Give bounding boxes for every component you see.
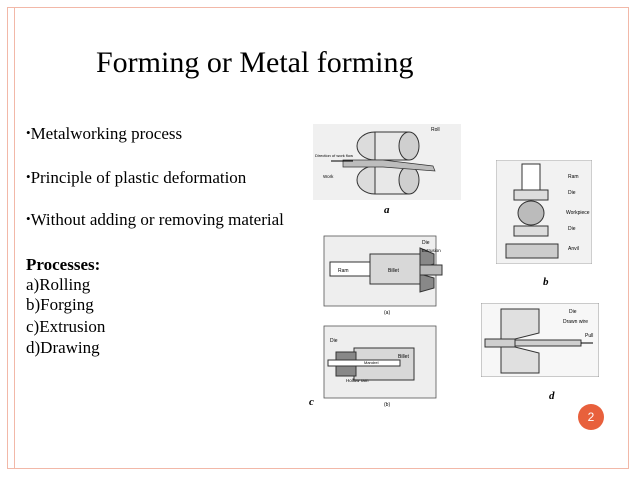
- page-number-badge: 2: [578, 404, 604, 430]
- bullet-dot: •: [26, 125, 31, 140]
- top-die: [513, 189, 549, 201]
- mandrel-label: Mandrel: [364, 360, 379, 365]
- extrusion-product: [419, 264, 443, 276]
- drawn-wire: [514, 339, 582, 347]
- process-forging: b)Forging: [26, 295, 94, 314]
- bullet-metalworking: •Metalworking process: [26, 124, 182, 144]
- drawing-figure: Die Drawn wire Pull: [481, 303, 599, 377]
- figure-b-letter: b: [543, 276, 549, 288]
- ram-label: Ram: [568, 174, 579, 180]
- bottom-roll-end: [398, 165, 420, 195]
- die-label: Die: [569, 309, 577, 315]
- roll-label: Roll: [431, 127, 440, 133]
- drawn-wire-label: Drawn wire: [563, 319, 588, 325]
- anvil: [505, 243, 559, 259]
- rolling-figure: Roll Direction of work flow Work: [313, 124, 461, 200]
- figure-c-letter: c: [309, 396, 314, 408]
- pull-label: Pull: [585, 333, 593, 339]
- work-label: Work: [323, 174, 334, 179]
- bullet-text: Without adding or removing material: [30, 210, 284, 229]
- die-top-label: Die: [568, 190, 576, 196]
- figure-d-letter: d: [549, 390, 555, 402]
- figure-a-letter: a: [384, 204, 390, 216]
- bullet-dot: •: [26, 211, 31, 226]
- bullet-plastic-deformation: •Principle of plastic deformation: [26, 168, 246, 188]
- ram: [521, 163, 541, 191]
- die-label-bottom: Die: [330, 338, 338, 344]
- billet-label: Billet: [388, 268, 399, 274]
- caption-a: (a): [384, 310, 390, 316]
- ram-top: [329, 261, 371, 277]
- left-border-rule: [14, 7, 15, 469]
- direction-label: Direction of work flow: [315, 153, 353, 158]
- wire-in: [484, 338, 516, 348]
- workpiece: [517, 200, 545, 226]
- bullet-dot: •: [26, 169, 31, 184]
- work-strip: [342, 159, 436, 172]
- die-upper: [500, 308, 540, 340]
- anvil-label: Anvil: [568, 246, 579, 252]
- bullet-text: Metalworking process: [30, 124, 183, 143]
- process-drawing: d)Drawing: [26, 338, 100, 357]
- top-roll-end: [398, 131, 420, 161]
- billet-label-bottom: Billet: [398, 354, 409, 360]
- workpiece-label: Workpiece: [566, 210, 590, 216]
- mandrel: [327, 359, 401, 367]
- caption-b: (b): [384, 402, 390, 408]
- hollow-ram-label: Hollow ram: [346, 378, 369, 383]
- bullet-no-material: •Without adding or removing material: [26, 210, 284, 230]
- extrusion-label: Extrusion: [422, 248, 441, 253]
- ram-label: Ram: [338, 268, 349, 274]
- slide-title: Forming or Metal forming: [96, 46, 414, 79]
- die-bottom-label: Die: [568, 226, 576, 232]
- forging-figure: Ram Die Workpiece Die Anvil: [496, 160, 592, 264]
- slide-frame: [7, 7, 629, 469]
- extrusion-figure: Ram Billet Die Extrusion (a) Die Mandrel…: [322, 234, 446, 410]
- billet-top: [369, 253, 421, 285]
- processes-heading: Processes:: [26, 255, 101, 274]
- die-bottom-part: [419, 273, 435, 293]
- die-label: Die: [422, 240, 430, 246]
- process-rolling: a)Rolling: [26, 275, 91, 294]
- die-top: [419, 247, 435, 269]
- process-extrusion: c)Extrusion: [26, 317, 106, 336]
- bottom-die: [513, 225, 549, 237]
- bullet-text: Principle of plastic deformation: [30, 168, 247, 187]
